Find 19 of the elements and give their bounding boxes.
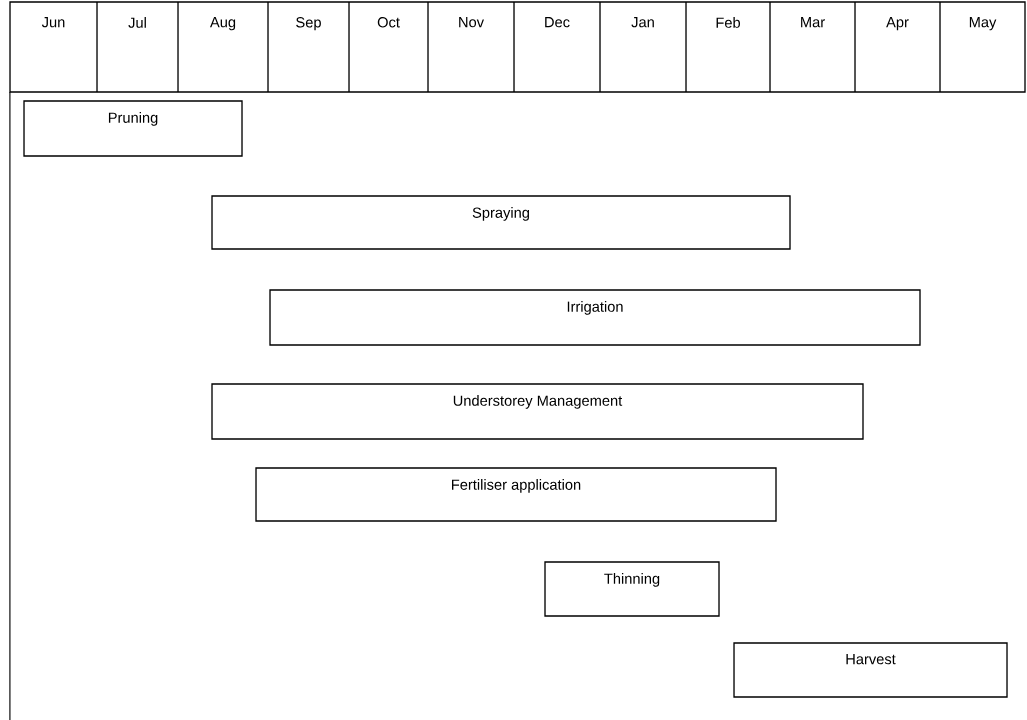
task-bar: Harvest: [733, 642, 1008, 698]
month-label: Mar: [801, 17, 825, 28]
task-bar: Irrigation: [269, 289, 921, 346]
task-bar: Thinning: [544, 561, 720, 617]
month-label: Jul: [128, 17, 146, 28]
task-bar: Spraying: [211, 195, 791, 250]
month-label: May: [969, 17, 997, 31]
month-label: Dec: [545, 17, 570, 28]
month-label: Jan: [631, 17, 654, 28]
month-label: Aug: [210, 17, 236, 31]
task-bar: Fertiliser application: [255, 467, 777, 522]
task-bar: Understorey Management: [211, 383, 864, 440]
month-label: Jun: [41, 17, 65, 28]
month-label: Oct: [377, 17, 400, 28]
task-bar: Pruning: [23, 100, 243, 157]
month-label: Nov: [459, 17, 484, 28]
month-label: Sep: [296, 17, 321, 31]
month-label: Apr: [886, 17, 909, 31]
month-label: Feb: [716, 17, 740, 28]
